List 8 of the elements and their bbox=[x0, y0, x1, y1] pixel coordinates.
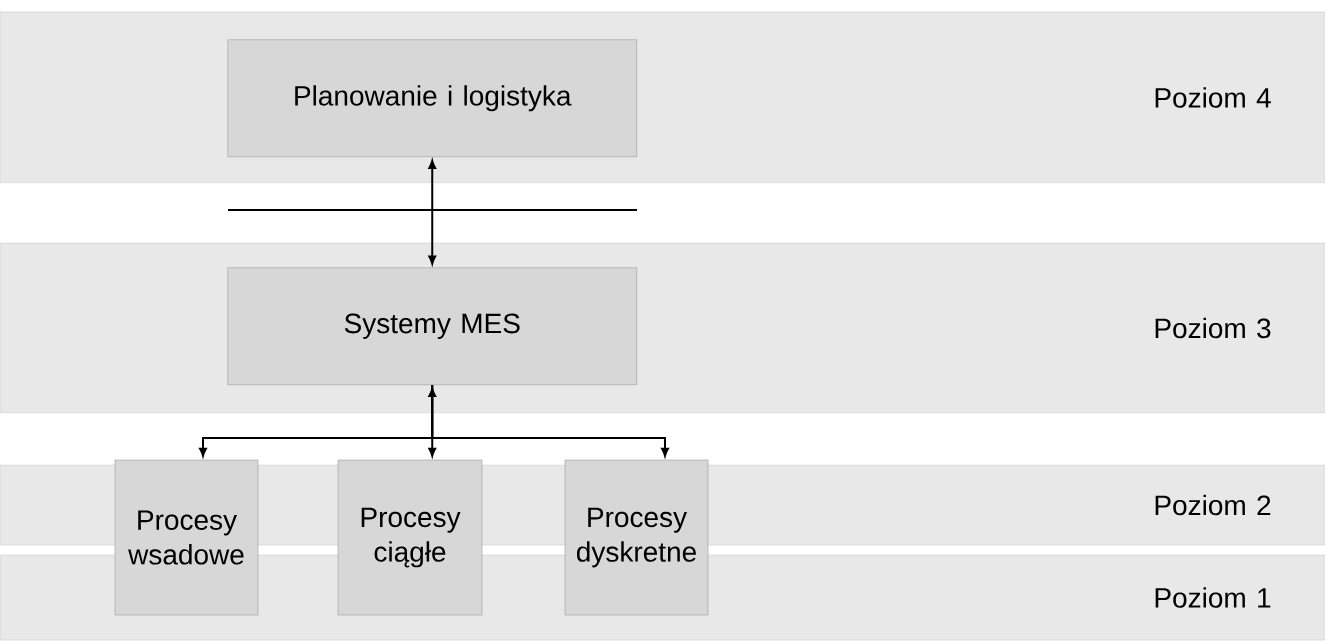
arrow bbox=[428, 160, 437, 265]
arrow bbox=[428, 388, 437, 457]
process-box: Systemy MES bbox=[227, 267, 637, 385]
process-box: Procesy ciągłe bbox=[337, 459, 483, 616]
process-box: Planowanie i logistyka bbox=[227, 39, 637, 157]
process-box: Procesy dyskretne bbox=[564, 459, 709, 616]
arrow bbox=[431, 384, 669, 457]
process-box: Procesy wsadowe bbox=[114, 459, 259, 616]
